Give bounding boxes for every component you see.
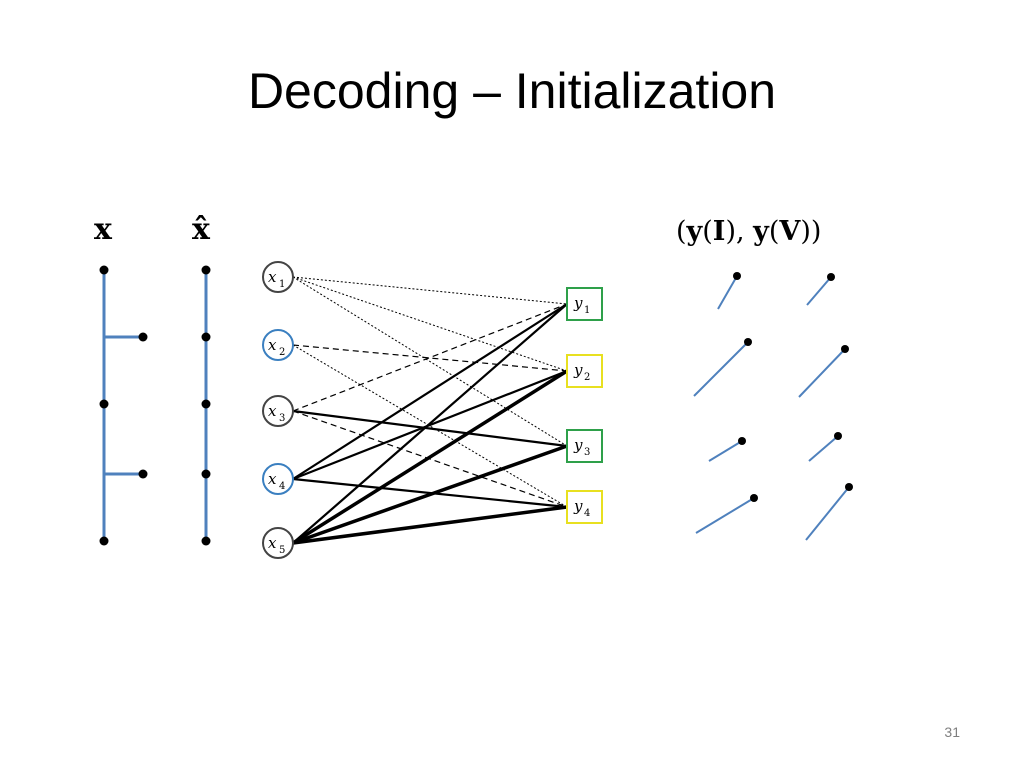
segment-endpoint bbox=[845, 483, 853, 491]
graph-edge bbox=[292, 409, 568, 448]
pair-header: (y(I), y(V)) bbox=[676, 216, 821, 247]
graph-edge bbox=[292, 303, 568, 544]
segment-endpoint bbox=[750, 494, 758, 502]
graph-edge bbox=[292, 276, 568, 305]
segment bbox=[693, 341, 749, 397]
segment-endpoint bbox=[841, 345, 849, 353]
graph-edge bbox=[292, 344, 568, 372]
x-node-sub: 5 bbox=[279, 545, 285, 556]
y-node-var: y bbox=[573, 294, 583, 312]
segment-endpoint bbox=[827, 273, 835, 281]
x-tree-node bbox=[99, 265, 109, 275]
segment-pairs bbox=[693, 272, 853, 541]
x-node-circle bbox=[262, 395, 294, 427]
segment bbox=[806, 276, 832, 306]
x-tree-node bbox=[99, 536, 109, 546]
graph-edge bbox=[292, 505, 568, 545]
segment bbox=[805, 486, 850, 541]
xhat-tree bbox=[201, 265, 211, 546]
x-node-circle bbox=[262, 463, 294, 495]
pair-header-part: y bbox=[686, 216, 704, 247]
x-tree-node bbox=[138, 332, 148, 342]
x-node-var: x bbox=[268, 470, 277, 488]
page-number: 31 bbox=[944, 724, 960, 740]
y-node: y 2 bbox=[566, 354, 603, 388]
segment bbox=[708, 440, 743, 462]
xhat-tree-node bbox=[201, 265, 211, 275]
y-node: y 1 bbox=[566, 287, 603, 321]
pair-header-part: y bbox=[752, 216, 770, 247]
xhat-tree-node bbox=[201, 469, 211, 479]
pair-header-part: I bbox=[713, 216, 726, 247]
y-node-sub: 2 bbox=[584, 372, 590, 383]
x-node-circle bbox=[262, 261, 294, 293]
y-node-box bbox=[566, 429, 603, 463]
x-tree bbox=[99, 265, 148, 546]
y-node-var: y bbox=[573, 361, 583, 379]
x-node: x 2 bbox=[262, 329, 294, 361]
segment-endpoint bbox=[744, 338, 752, 346]
xhat-tree-node bbox=[201, 536, 211, 546]
x-node-sub: 1 bbox=[279, 279, 285, 290]
graph-edge bbox=[292, 344, 568, 508]
segment bbox=[717, 275, 738, 310]
x-node-circle bbox=[262, 329, 294, 361]
pair-header-part: ( bbox=[676, 216, 687, 247]
graph-edge bbox=[292, 303, 568, 412]
graph-edge bbox=[292, 369, 568, 481]
x-node: x 4 bbox=[262, 463, 294, 495]
x-node: x 5 bbox=[262, 527, 294, 559]
x-tree-node bbox=[138, 469, 148, 479]
pair-header-part: )) bbox=[800, 216, 821, 247]
pair-header-part: ( bbox=[769, 216, 780, 247]
y-node: y 4 bbox=[566, 490, 603, 524]
graph-edges bbox=[292, 276, 568, 545]
segment-endpoint bbox=[738, 437, 746, 445]
segment-endpoint bbox=[733, 272, 741, 280]
x-node-sub: 4 bbox=[279, 481, 285, 492]
x-node-var: x bbox=[268, 268, 277, 286]
y-node-sub: 1 bbox=[584, 305, 590, 316]
pair-header-part: V bbox=[778, 216, 801, 247]
x-node-var: x bbox=[268, 534, 277, 552]
y-node-sub: 4 bbox=[584, 508, 590, 519]
x-node-var: x bbox=[268, 336, 277, 354]
segment bbox=[798, 348, 846, 398]
segment bbox=[695, 497, 755, 534]
graph-edge bbox=[292, 303, 568, 480]
y-node-box bbox=[566, 287, 603, 321]
pair-header-part: ), bbox=[725, 216, 753, 247]
x-node-circle bbox=[262, 527, 294, 559]
x-node: x 1 bbox=[262, 261, 294, 293]
xhat-tree-node bbox=[201, 399, 211, 409]
x-node-var: x bbox=[268, 402, 277, 420]
segment-endpoint bbox=[834, 432, 842, 440]
graph-edge bbox=[292, 276, 568, 372]
y-node-box bbox=[566, 490, 603, 524]
x-node-sub: 3 bbox=[279, 413, 285, 424]
xhat-tree-label: x̂ bbox=[192, 212, 211, 247]
graph-edge bbox=[292, 276, 568, 447]
pair-header-part: ( bbox=[702, 216, 713, 247]
segment bbox=[808, 435, 839, 462]
slide-title: Decoding – Initialization bbox=[247, 63, 777, 119]
graph-edge bbox=[292, 444, 568, 545]
x-node-sub: 2 bbox=[279, 347, 285, 358]
y-node: y 3 bbox=[566, 429, 603, 463]
y-node-var: y bbox=[573, 436, 583, 454]
y-node-var: y bbox=[573, 497, 583, 515]
x-tree-label: x bbox=[94, 212, 113, 247]
y-node-box bbox=[566, 354, 603, 388]
x-node: x 3 bbox=[262, 395, 294, 427]
y-node-sub: 3 bbox=[584, 447, 590, 458]
x-tree-node bbox=[99, 399, 109, 409]
xhat-tree-node bbox=[201, 332, 211, 342]
graph-edge bbox=[292, 369, 568, 545]
